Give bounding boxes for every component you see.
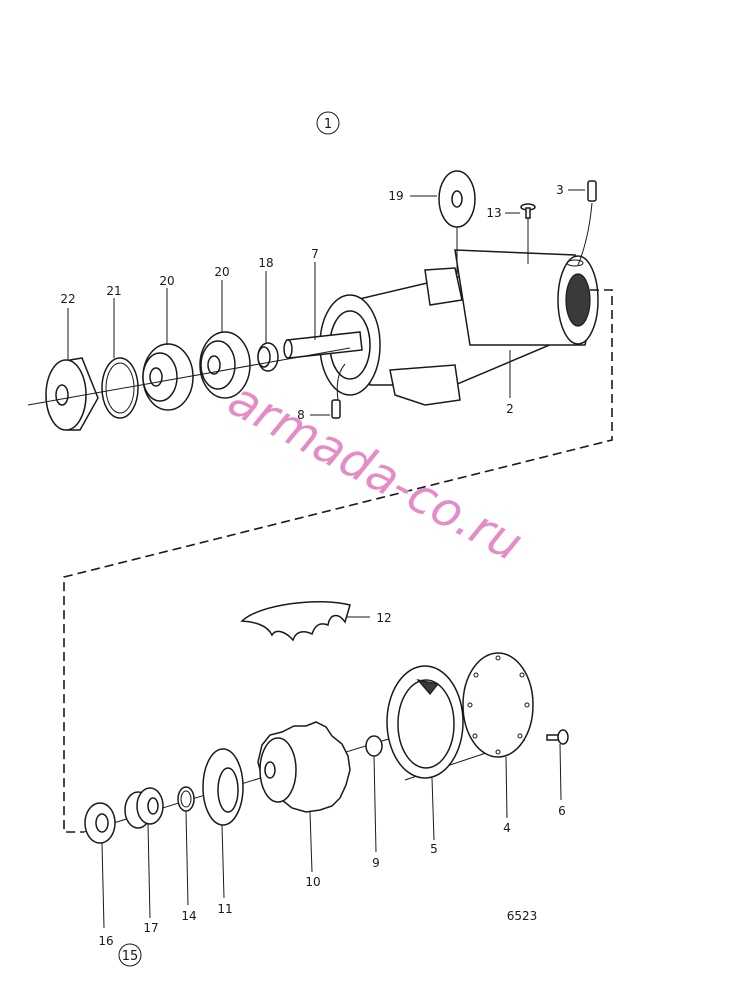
pin-3 <box>587 180 597 202</box>
label-14: 14 <box>181 909 196 923</box>
seal-ring-18 <box>257 342 279 372</box>
label-21: 21 <box>106 284 121 298</box>
label-19: 19 <box>388 189 403 203</box>
circlip-21 <box>101 357 139 419</box>
label-12: 12 <box>376 611 391 625</box>
label-4: 4 <box>503 821 511 835</box>
seal-16 <box>84 802 116 844</box>
leader-lines-upper <box>67 189 593 416</box>
wear-plate-11 <box>202 748 244 826</box>
pump-shaft <box>283 331 363 359</box>
label-20a: 20 <box>159 274 174 288</box>
cam-12 <box>240 600 351 642</box>
pump-housing <box>319 249 599 406</box>
o-ring-9 <box>365 735 383 757</box>
group-marker-15-text: 15 <box>122 949 139 964</box>
label-6: 6 <box>558 804 566 818</box>
gasket-5 <box>386 665 464 779</box>
watermark-text: armada-co.ru <box>219 371 531 572</box>
leader-lines-lower <box>101 743 562 929</box>
assembly-connector <box>63 289 613 833</box>
label-10: 10 <box>305 875 320 889</box>
seal-17 <box>124 787 164 829</box>
label-7: 7 <box>311 247 319 261</box>
group-marker-15: 15 <box>118 943 142 967</box>
drawing-code: 6523 <box>507 909 538 923</box>
group-marker-1-text: 1 <box>324 117 332 132</box>
ball-bearing-20b <box>199 331 251 399</box>
ball-bearing-20a <box>142 343 194 411</box>
pin-8 <box>331 399 341 419</box>
label-18: 18 <box>258 256 273 270</box>
label-11: 11 <box>217 902 232 916</box>
label-16: 16 <box>98 934 113 948</box>
label-2: 2 <box>506 402 514 416</box>
label-22: 22 <box>60 292 75 306</box>
label-9: 9 <box>372 856 380 870</box>
label-5: 5 <box>430 842 438 856</box>
group-marker-1: 1 <box>316 111 340 135</box>
label-13: 13 <box>486 206 501 220</box>
washer-19 <box>438 170 476 228</box>
label-17: 17 <box>143 921 158 935</box>
label-20b: 20 <box>214 265 229 279</box>
screw-6 <box>546 729 569 745</box>
o-ring-14 <box>177 786 195 812</box>
impeller-10 <box>257 721 351 813</box>
pump-cover-4 <box>462 652 534 758</box>
label-3: 3 <box>556 183 564 197</box>
label-8: 8 <box>297 408 305 422</box>
screw-13 <box>520 203 536 219</box>
